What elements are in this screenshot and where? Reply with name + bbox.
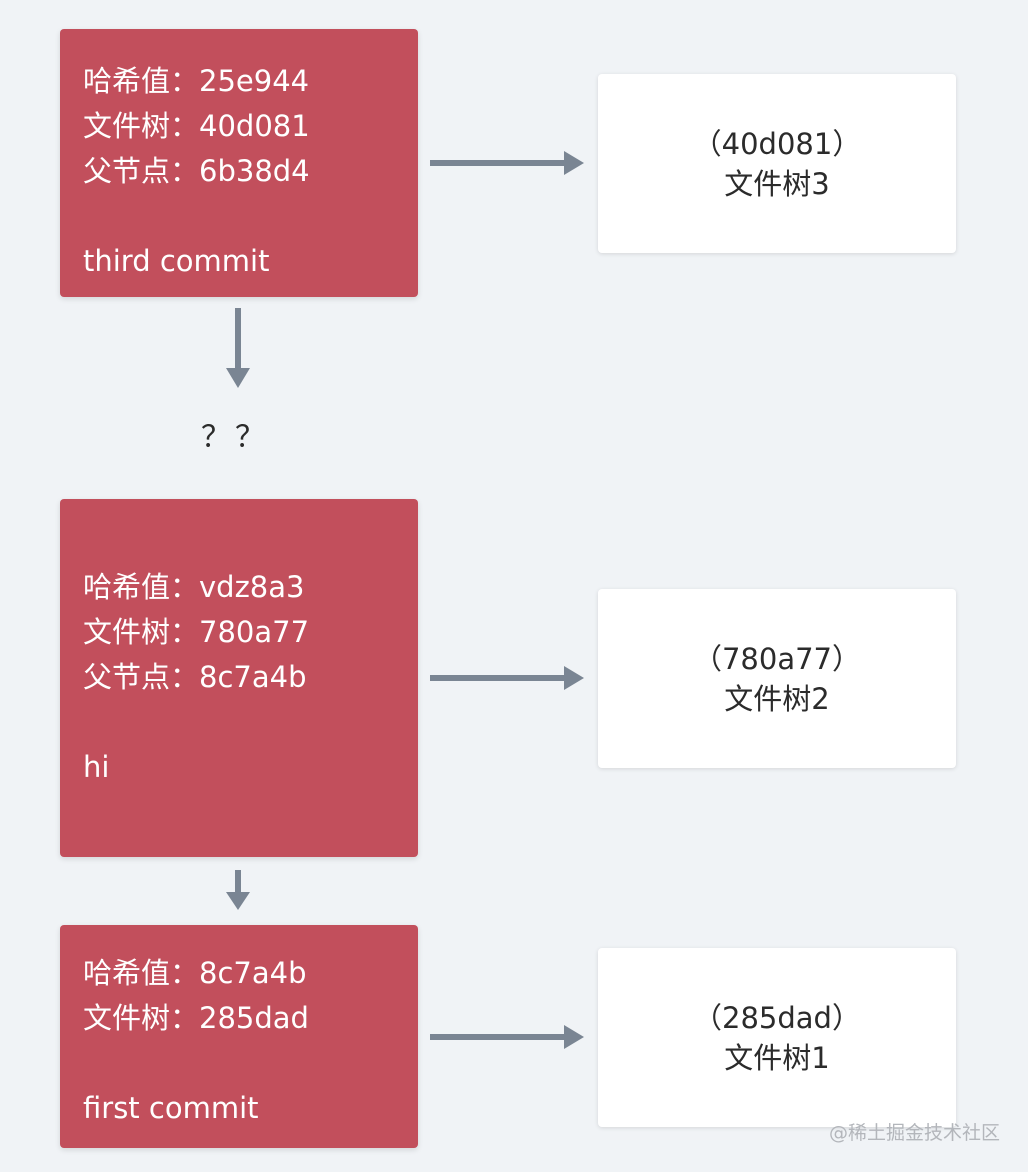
tree-name: 文件树3	[724, 166, 830, 201]
tree-id: （285dad）	[693, 1000, 861, 1035]
commit-message: hi	[83, 750, 110, 784]
commit-node-first: 哈希值：8c7a4b 文件树：285dad first commit	[60, 925, 418, 1148]
hash-label: 哈希值：	[83, 64, 200, 98]
arrow-commit3-to-tree3	[430, 151, 584, 175]
commit-message: third commit	[83, 244, 270, 278]
parent-label: 父节点：	[83, 660, 200, 694]
tree-id: （40d081）	[692, 126, 862, 161]
watermark: @稀土掘金技术社区	[828, 1122, 1000, 1144]
commit-parent-row: 父节点：6b38d4	[83, 149, 418, 194]
commit-tree-row: 文件树：285dad	[83, 996, 418, 1041]
arrow-commit3-to-unknown	[226, 308, 250, 388]
tree-id: （780a77）	[692, 641, 862, 676]
tree-node-2: （780a77） 文件树2	[598, 589, 956, 768]
unknown-parent-marker: ？？	[201, 420, 269, 455]
parent-value: 8c7a4b	[199, 660, 307, 694]
hash-label: 哈希值：	[83, 570, 200, 604]
commit-message: first commit	[83, 1091, 259, 1125]
tree-name: 文件树1	[724, 1040, 830, 1075]
tree-label: 文件树：	[83, 615, 200, 649]
commit-tree-row: 文件树：40d081	[83, 104, 418, 149]
tree-name: 文件树2	[724, 681, 830, 716]
commit-node-hi: 哈希值：vdz8a3 文件树：780a77 父节点：8c7a4b hi	[60, 499, 418, 857]
arrow-commit1-to-tree1	[430, 1025, 584, 1049]
tree-value: 285dad	[199, 1001, 309, 1035]
tree-label: 文件树：	[83, 109, 200, 143]
hash-value: 8c7a4b	[199, 956, 307, 990]
tree-node-3: （40d081） 文件树3	[598, 74, 956, 253]
tree-label: 文件树：	[83, 1001, 200, 1035]
commit-hash-row: 哈希值：vdz8a3	[83, 565, 418, 610]
commit-hash-row: 哈希值：25e944	[83, 59, 418, 104]
tree-node-1: （285dad） 文件树1	[598, 948, 956, 1127]
hash-value: vdz8a3	[199, 570, 305, 604]
parent-value: 6b38d4	[199, 154, 310, 188]
commit-parent-row: 父节点：8c7a4b	[83, 655, 418, 700]
hash-label: 哈希值：	[83, 956, 200, 990]
commit-hash-row: 哈希值：8c7a4b	[83, 951, 418, 996]
commit-node-third: 哈希值：25e944 文件树：40d081 父节点：6b38d4 third c…	[60, 29, 418, 297]
parent-label: 父节点：	[83, 154, 200, 188]
tree-value: 40d081	[199, 109, 310, 143]
arrow-commit2-to-commit1	[226, 870, 250, 910]
tree-value: 780a77	[199, 615, 310, 649]
hash-value: 25e944	[199, 64, 310, 98]
commit-tree-row: 文件树：780a77	[83, 610, 418, 655]
arrow-commit2-to-tree2	[430, 666, 584, 690]
